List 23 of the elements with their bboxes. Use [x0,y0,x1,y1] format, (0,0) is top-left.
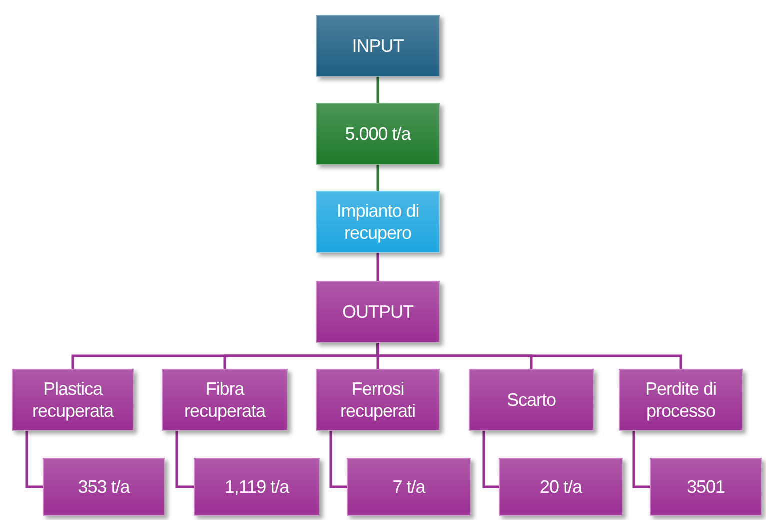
process-box: Plastica recuperata [12,369,134,431]
process-box: 5.000 t/a [316,103,440,165]
process-box: 353 t/a [43,458,165,516]
connector-line [376,343,682,369]
connector-line [482,431,499,488]
connector-line [376,253,380,281]
process-box: Impianto di recupero [316,191,440,253]
process-box: INPUT [316,15,440,77]
process-box: Fibra recuperata [162,369,288,431]
process-box: Scarto [469,369,594,431]
connector-line [330,431,347,488]
connector-line [176,431,194,488]
process-box: OUTPUT [316,281,440,343]
process-box: Perdite di processo [619,369,743,431]
process-box: 3501 [650,458,762,516]
connector-line [632,431,650,488]
process-box: Ferrosi recuperati [316,369,440,431]
connector-line [26,431,43,488]
process-box: 20 t/a [499,458,623,516]
process-box: 1,119 t/a [194,458,320,516]
process-box: 7 t/a [347,458,471,516]
connector-line [376,165,380,191]
connector-line [376,77,380,103]
